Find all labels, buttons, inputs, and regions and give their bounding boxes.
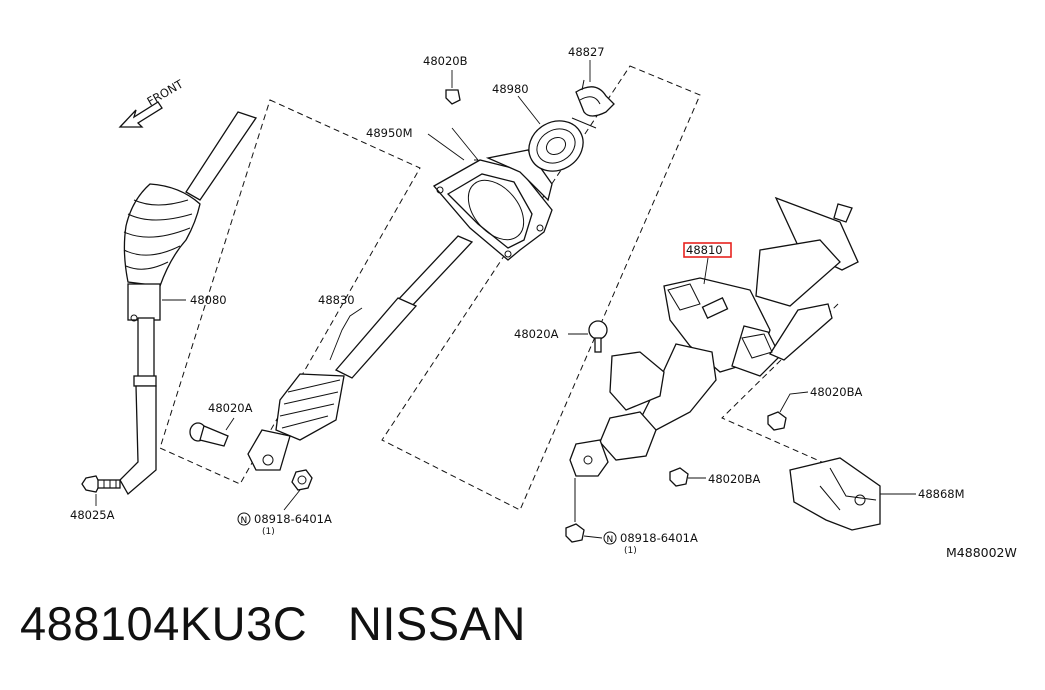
label-48830: 48830	[318, 293, 355, 307]
intermediate-shaft-48830	[247, 235, 474, 471]
label-48080: 48080	[190, 293, 227, 307]
n-mark-icon-right: N	[607, 535, 614, 545]
bolt-48025a	[81, 475, 121, 493]
front-label: FRONT	[145, 76, 187, 108]
qty-08918-right: (1)	[624, 546, 637, 556]
brand-name: NISSAN	[347, 597, 526, 650]
bracket-48868m	[789, 457, 881, 531]
upper-column-group-box	[381, 65, 701, 511]
bolt-48020a-left	[189, 422, 229, 447]
label-48025a: 48025A	[70, 508, 115, 522]
label-48827: 48827	[568, 45, 605, 59]
label-48980: 48980	[492, 82, 529, 96]
part-number: 488104KU3C	[20, 597, 308, 650]
clip-48020b	[445, 89, 461, 105]
front-arrow-icon	[118, 101, 163, 128]
n-mark-icon: N	[241, 516, 248, 526]
bolt-48020a-right	[588, 320, 608, 353]
label-08918-right: 08918-6401A	[620, 531, 698, 545]
figure-code: M488002W	[946, 545, 1017, 560]
nut-08918-left	[291, 469, 313, 491]
nut-08918-right	[565, 478, 585, 543]
label-48020ba-upper: 48020BA	[810, 385, 862, 399]
nut-48020ba-upper	[767, 411, 787, 431]
label-48810: 48810	[686, 243, 723, 257]
part-caption: 488104KU3C NISSAN	[20, 596, 526, 651]
label-48020ba-lower: 48020BA	[708, 472, 760, 486]
seal-48980	[528, 120, 584, 172]
lower-intermediate-shaft	[119, 111, 258, 496]
label-08918-left: 08918-6401A	[254, 512, 332, 526]
spring-48827	[571, 79, 615, 129]
label-48950m: 48950M	[366, 126, 413, 140]
label-48020b: 48020B	[423, 54, 468, 68]
nut-48020ba-lower	[669, 467, 689, 487]
steering-column-48810	[569, 196, 859, 477]
highlight-box-48810	[683, 242, 732, 258]
label-48020a-left: 48020A	[208, 401, 253, 415]
qty-08918-left: (1)	[262, 527, 275, 537]
label-48020a-right: 48020A	[514, 327, 559, 341]
label-48868m: 48868M	[918, 487, 965, 501]
